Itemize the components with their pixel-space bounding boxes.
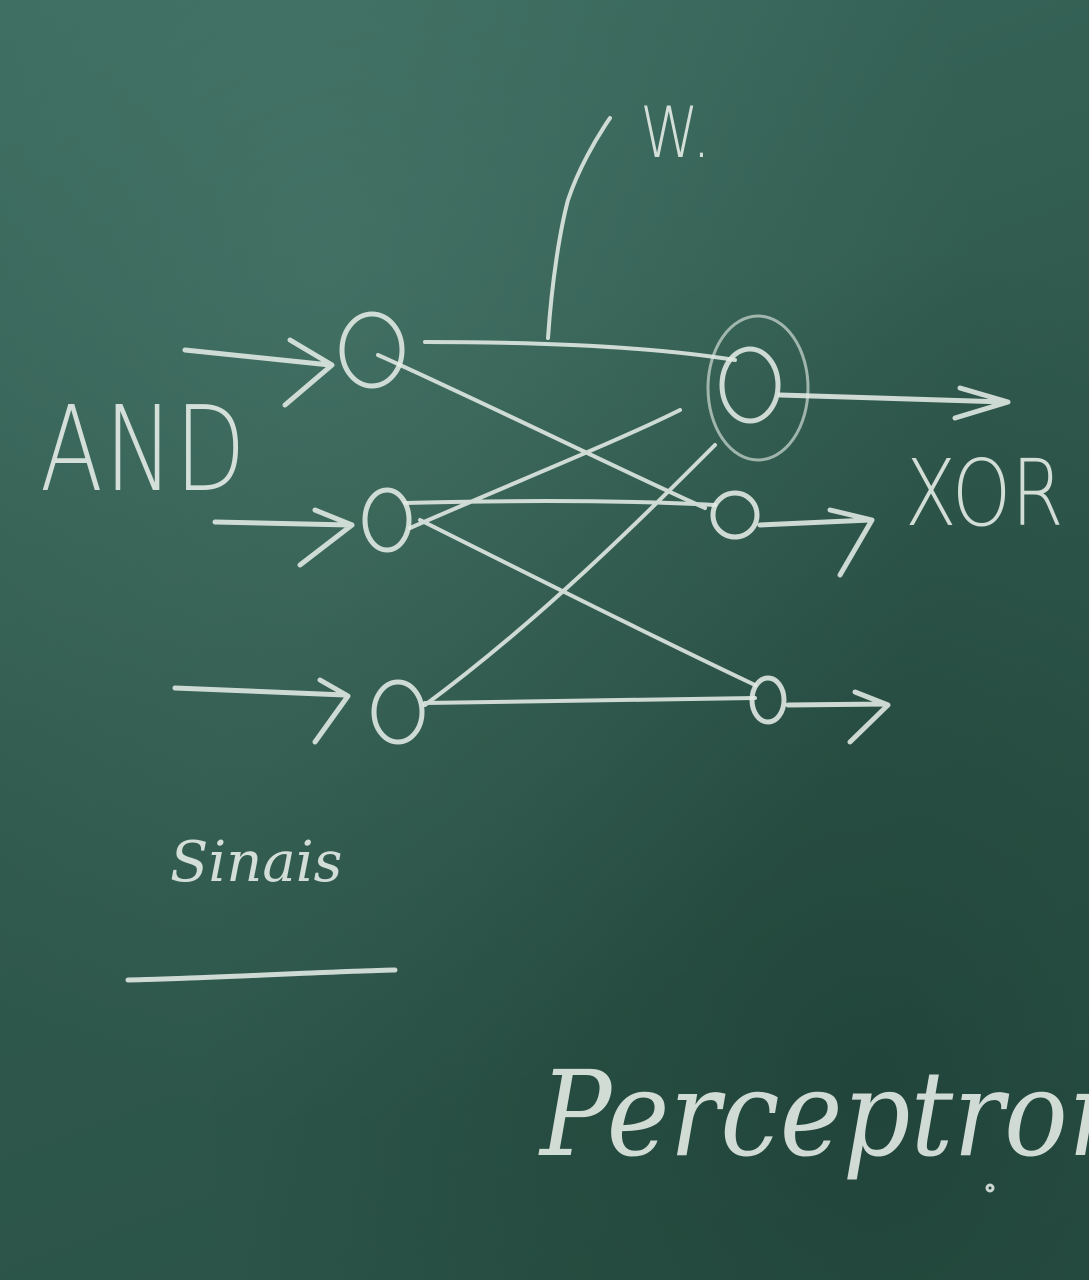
connections (376, 340, 757, 707)
sinais-label: Sinais (170, 830, 343, 895)
output-arrow-3 (785, 689, 891, 745)
weight-label: W. (640, 92, 711, 174)
input-arrow-2 (212, 507, 355, 568)
output-arrows (757, 385, 1011, 745)
connection-1-2 (376, 353, 707, 510)
perceptron-title: Perceptron (540, 1045, 1089, 1183)
connection-2-3 (418, 518, 757, 687)
input-neuron-3 (371, 679, 425, 745)
sinais-underline (125, 967, 398, 983)
connection-1-1 (423, 340, 737, 362)
output-neuron-1-highlight (706, 314, 810, 462)
input-arrow-1 (182, 337, 335, 408)
xor-label: XOR (905, 440, 1064, 547)
period-dot (985, 1183, 995, 1193)
output-neurons (706, 314, 810, 725)
weight-pointer (546, 116, 612, 340)
input-neurons (339, 311, 425, 745)
connection-3-3 (423, 696, 757, 705)
connection-3-1 (423, 443, 717, 707)
and-label: AND (40, 380, 248, 518)
output-arrow-2 (757, 507, 875, 578)
input-arrows (172, 337, 355, 745)
connection-2-1 (408, 408, 682, 530)
input-arrow-3 (172, 677, 351, 745)
output-neuron-1 (719, 346, 781, 424)
input-neuron-2 (362, 487, 412, 553)
input-neuron-1 (339, 311, 405, 389)
output-neuron-2 (710, 490, 760, 540)
output-arrow-1 (777, 385, 1011, 421)
connection-2-2 (403, 498, 717, 507)
